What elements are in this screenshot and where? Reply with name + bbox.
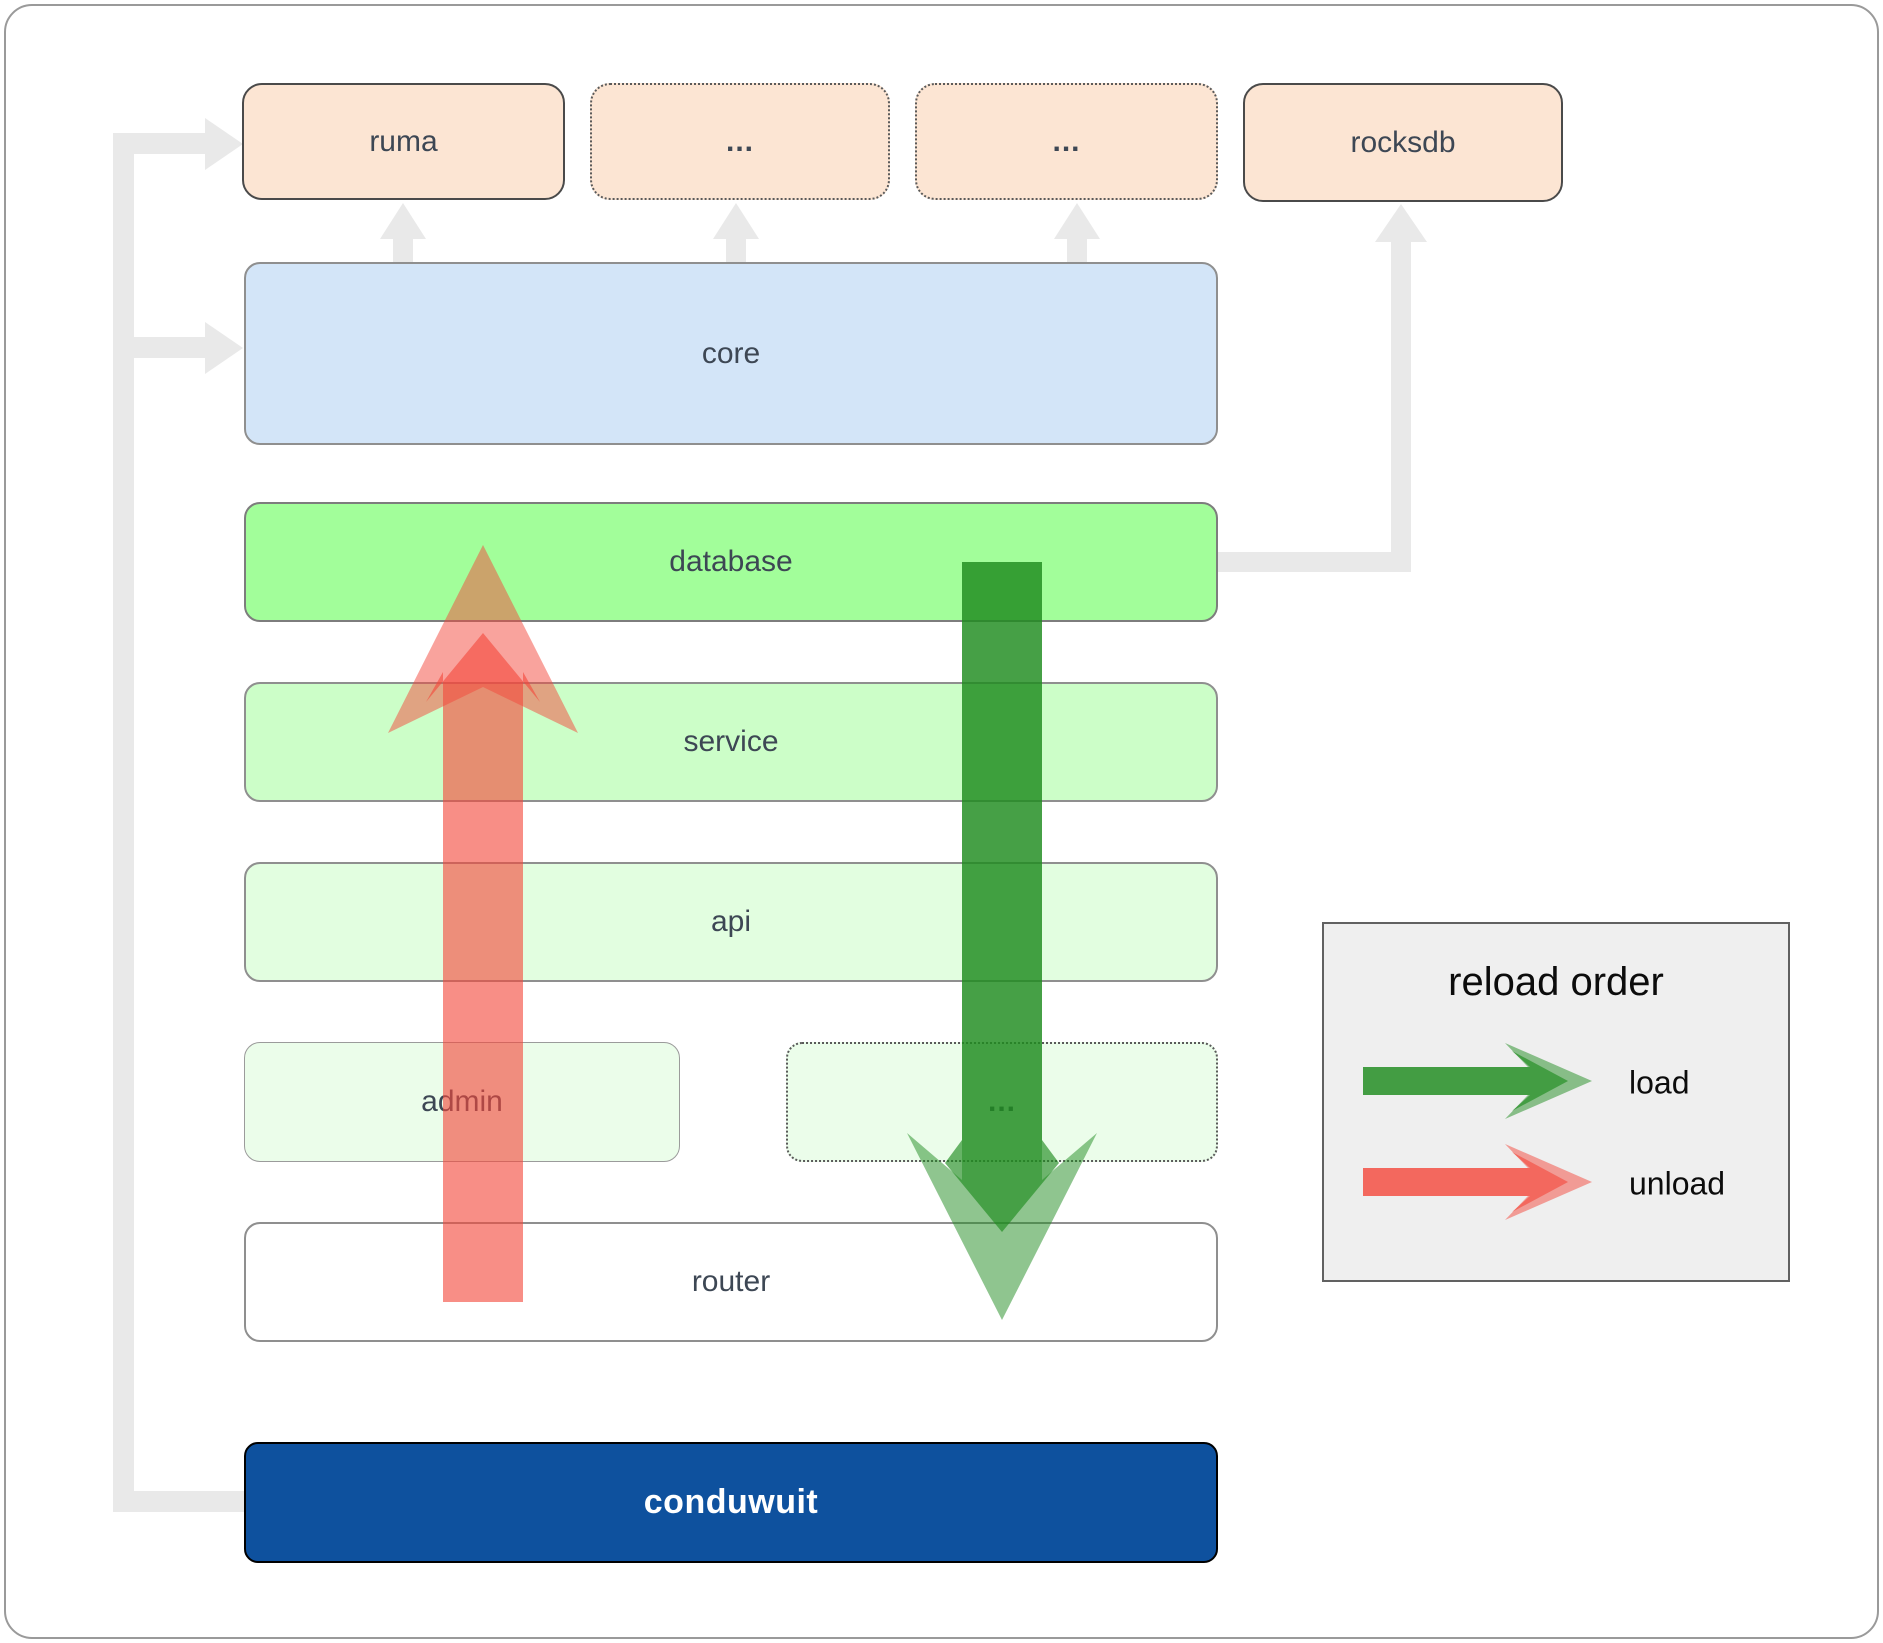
box-dots-top-1-label: ...	[725, 124, 754, 158]
box-service: service	[244, 682, 1218, 802]
box-router: router	[244, 1222, 1218, 1342]
box-dots-admin: ...	[786, 1042, 1218, 1162]
box-conduwuit-label: conduwuit	[643, 1483, 819, 1521]
box-rocksdb-label: rocksdb	[1350, 125, 1456, 159]
box-database-label: database	[669, 545, 793, 578]
box-admin: admin	[244, 1042, 680, 1162]
box-api-label: api	[710, 905, 752, 938]
box-conduwuit: conduwuit	[244, 1442, 1218, 1563]
box-admin-label: admin	[421, 1085, 503, 1118]
box-dots-top-2-label: ...	[1052, 124, 1081, 158]
box-router-label: router	[691, 1265, 771, 1298]
legend-unload-label: unload	[1629, 1165, 1726, 1202]
box-service-label: service	[683, 725, 779, 758]
box-core: core	[244, 262, 1218, 445]
box-api: api	[244, 862, 1218, 982]
box-database: database	[244, 502, 1218, 622]
box-dots-top-1: ...	[590, 83, 890, 200]
box-ruma: ruma	[242, 83, 565, 200]
box-rocksdb: rocksdb	[1243, 83, 1563, 202]
box-ruma-label: ruma	[369, 124, 438, 158]
legend-load-label: load	[1629, 1064, 1690, 1101]
diagram-frame	[4, 4, 1879, 1639]
box-dots-top-2: ...	[915, 83, 1218, 200]
legend: reload order load unload	[1322, 922, 1790, 1282]
box-core-label: core	[701, 336, 761, 370]
box-dots-admin-label: ...	[987, 1085, 1016, 1118]
legend-title: reload order	[1448, 960, 1664, 1004]
